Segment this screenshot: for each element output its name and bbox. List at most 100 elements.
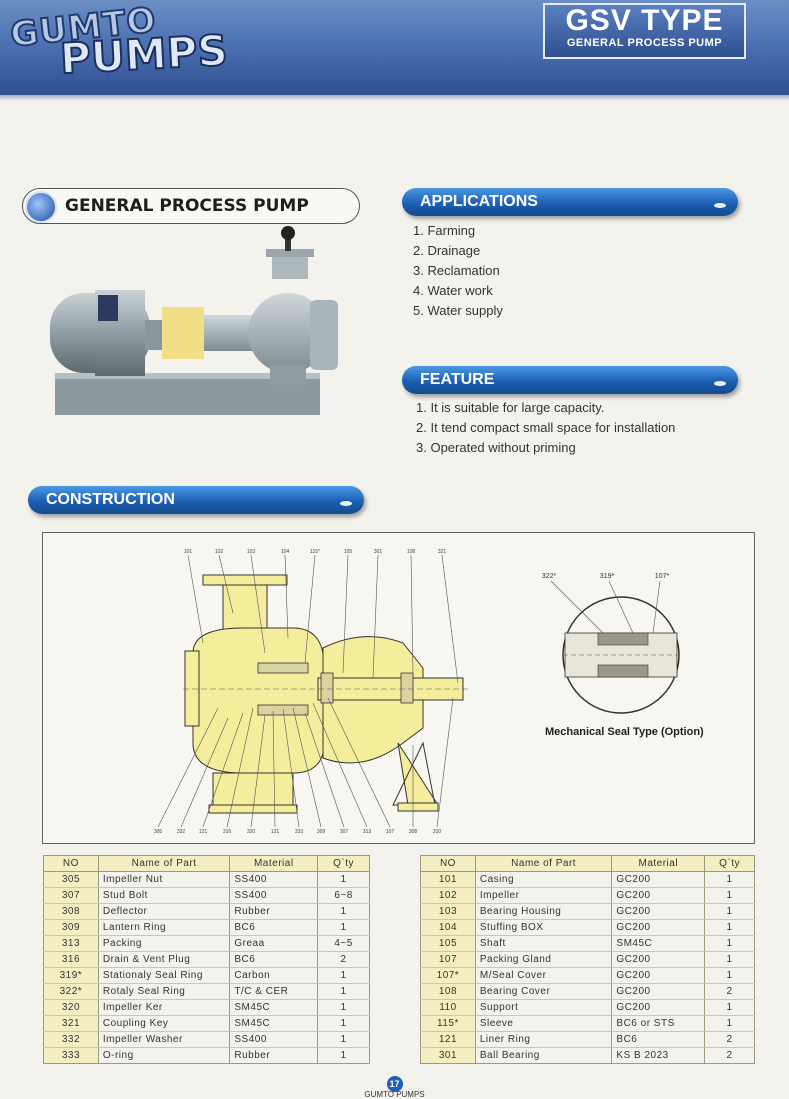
product-title-box: GENERAL PROCESS PUMP xyxy=(22,188,360,224)
feature-heading-text: FEATURE xyxy=(420,371,495,388)
quantity-cell: 1 xyxy=(317,999,370,1016)
part-name-cell: Lantern Ring xyxy=(97,919,231,936)
callout-label: 321 xyxy=(438,549,447,555)
part-name-cell: Stud Bolt xyxy=(97,887,231,904)
globe-icon xyxy=(25,191,57,223)
callout-label: 121 xyxy=(199,829,208,835)
part-name-cell: Impeller Nut xyxy=(97,871,231,888)
list-item: 1. Farming xyxy=(413,223,476,238)
callout-label: 310 xyxy=(433,829,442,835)
callout-label: 115* xyxy=(310,549,320,555)
callout-label: 308 xyxy=(409,829,418,835)
material-cell: SM45C xyxy=(229,1015,319,1032)
part-number-cell: 305 xyxy=(43,871,99,888)
table-header-row: NO Name of Part Material Q`ty xyxy=(420,855,755,872)
column-header: Name of Part xyxy=(97,855,231,872)
quantity-cell: 1 xyxy=(704,903,755,920)
callout-label: 316 xyxy=(223,829,232,835)
footer-brand: GUMTO PUMPS xyxy=(364,1090,425,1099)
part-number-cell: 115* xyxy=(420,1015,476,1032)
part-number-cell: 309 xyxy=(43,919,99,936)
callout-label: 107* xyxy=(655,573,670,580)
part-name-cell: Stuffing BOX xyxy=(474,919,613,936)
type-title: GSV TYPE xyxy=(565,4,724,37)
part-number-cell: 101 xyxy=(420,871,476,888)
part-number-cell: 319* xyxy=(43,967,99,984)
material-cell: GC200 xyxy=(611,951,706,968)
part-number-cell: 102 xyxy=(420,887,476,904)
logo-line-2: PUMPS xyxy=(58,25,230,85)
part-name-cell: Casing xyxy=(474,871,613,888)
material-cell: KS B 2023 xyxy=(611,1047,706,1064)
part-name-cell: Impeller Ker xyxy=(97,999,231,1016)
column-header: NO xyxy=(43,855,99,872)
part-name-cell: Rotaly Seal Ring xyxy=(97,983,231,1000)
callout-label: 322* xyxy=(542,573,557,580)
quantity-cell: 1 xyxy=(317,983,370,1000)
quantity-cell: 1 xyxy=(317,871,370,888)
part-name-cell: Liner Ring xyxy=(474,1031,613,1048)
construction-heading: CONSTRUCTION xyxy=(28,486,364,514)
material-cell: BC6 xyxy=(611,1031,706,1048)
quantity-cell: 1 xyxy=(317,1047,370,1064)
callout-label: 301 xyxy=(374,549,383,555)
quantity-cell: 4~5 xyxy=(317,935,370,952)
column-header: Name of Part xyxy=(474,855,613,872)
part-number-cell: 333 xyxy=(43,1047,99,1064)
material-cell: GC200 xyxy=(611,919,706,936)
quantity-cell: 1 xyxy=(704,871,755,888)
part-number-cell: 313 xyxy=(43,935,99,952)
part-name-cell: Impeller xyxy=(474,887,613,904)
brand-logo: GUMTO PUMPS xyxy=(8,0,230,84)
part-number-cell: 105 xyxy=(420,935,476,952)
list-item: 2. Drainage xyxy=(413,243,481,258)
callout-label: 319* xyxy=(600,573,615,580)
column-header: NO xyxy=(420,855,476,872)
pump-photo xyxy=(50,226,338,415)
feature-list: 1. It is suitable for large capacity. 2.… xyxy=(416,398,675,458)
part-name-cell: M/Seal Cover xyxy=(474,967,613,984)
part-number-cell: 316 xyxy=(43,951,99,968)
material-cell: BC6 xyxy=(229,951,319,968)
part-number-cell: 103 xyxy=(420,903,476,920)
part-name-cell: Shaft xyxy=(474,935,613,952)
part-name-cell: Packing xyxy=(97,935,231,952)
column-header: Q`ty xyxy=(317,855,370,872)
part-number-cell: 121 xyxy=(420,1031,476,1048)
material-cell: GC200 xyxy=(611,983,706,1000)
quantity-cell: 1 xyxy=(704,919,755,936)
callout-label: 108 xyxy=(407,549,416,555)
quantity-cell: 1 xyxy=(704,951,755,968)
callout-label: 332 xyxy=(177,829,186,835)
material-cell: GC200 xyxy=(611,903,706,920)
quantity-cell: 1 xyxy=(704,935,755,952)
part-number-cell: 320 xyxy=(43,999,99,1016)
list-item: 4. Water work xyxy=(413,283,493,298)
material-cell: BC6 or STS xyxy=(611,1015,706,1032)
quantity-cell: 1 xyxy=(317,919,370,936)
part-number-cell: 308 xyxy=(43,903,99,920)
quantity-cell: 1 xyxy=(704,1015,755,1032)
callout-label: 107 xyxy=(386,829,395,835)
callout-label: 105 xyxy=(344,549,353,555)
list-item: 5. Water supply xyxy=(413,303,503,318)
part-number-cell: 107* xyxy=(420,967,476,984)
part-number-cell: 110 xyxy=(420,999,476,1016)
callout-label: 101 xyxy=(184,549,193,555)
quantity-cell: 1 xyxy=(317,1031,370,1048)
list-item: 1. It is suitable for large capacity. xyxy=(416,400,605,415)
material-cell: Rubber xyxy=(229,903,319,920)
part-name-cell: Packing Gland xyxy=(474,951,613,968)
part-number-cell: 332 xyxy=(43,1031,99,1048)
callout-label: 313 xyxy=(363,829,372,835)
construction-drawing: 101 102 103 104 115* 105 301 108 321 305… xyxy=(42,532,755,844)
part-name-cell: Sleeve xyxy=(474,1015,613,1032)
